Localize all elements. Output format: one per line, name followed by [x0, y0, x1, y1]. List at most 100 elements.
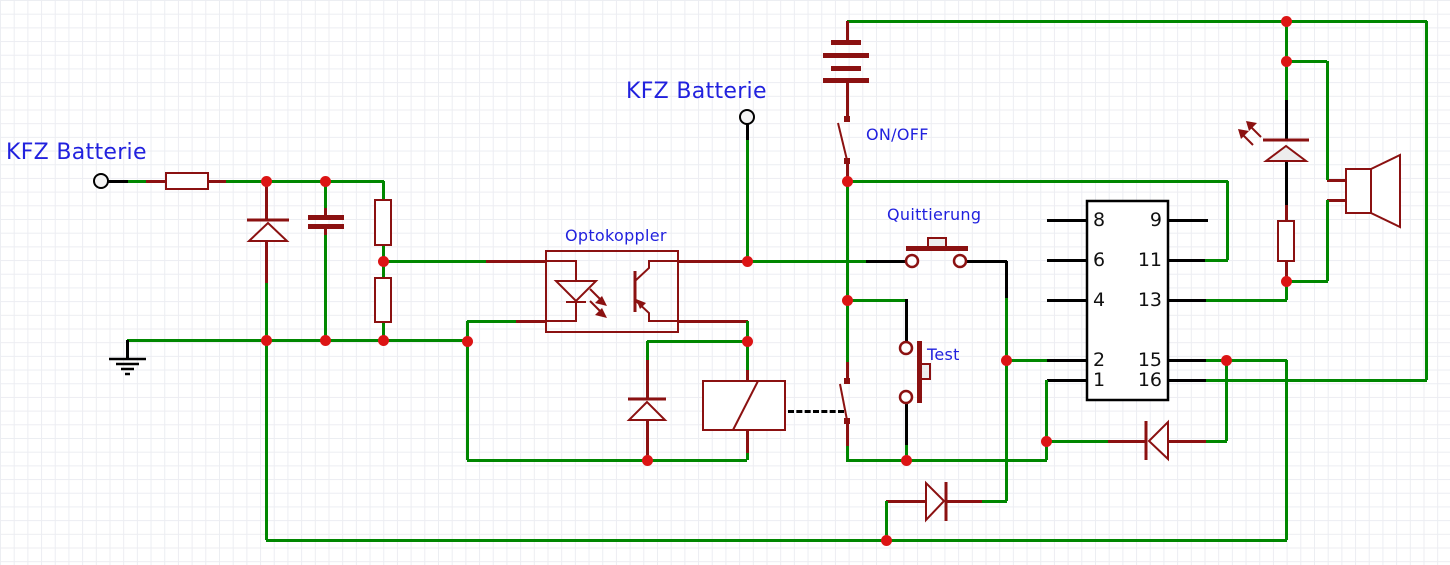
wire	[127, 339, 468, 342]
wire	[1327, 179, 1346, 182]
label-kfz-batterie-left: KFZ Batterie	[6, 140, 147, 165]
diode	[925, 480, 948, 523]
wire	[126, 340, 129, 359]
ic-pin-label: 11	[1137, 249, 1162, 271]
wire	[1168, 299, 1206, 302]
resistor	[374, 199, 392, 246]
wire	[1047, 379, 1087, 382]
wire	[905, 445, 908, 460]
ic-box	[1085, 199, 1170, 402]
wire	[1286, 280, 1328, 283]
wire	[982, 500, 1007, 503]
resistor	[165, 172, 209, 190]
wire	[847, 180, 1228, 183]
wire	[1285, 360, 1288, 540]
junction-dot	[378, 256, 389, 267]
wire	[1168, 359, 1206, 362]
wire	[1006, 359, 1047, 362]
junction-dot	[842, 295, 853, 306]
wire	[678, 260, 748, 263]
ic-pin-label: 1	[1093, 369, 1106, 391]
wire	[866, 260, 906, 263]
junction-dot	[261, 335, 272, 346]
wire	[467, 320, 516, 323]
wire	[266, 539, 1287, 542]
speaker	[1345, 153, 1401, 229]
wire	[1285, 205, 1288, 221]
wire	[1047, 359, 1087, 362]
wire	[1285, 281, 1288, 300]
push-button-test	[898, 340, 931, 405]
wire	[108, 180, 128, 183]
wire	[746, 453, 749, 460]
wire	[1286, 60, 1327, 63]
terminal-pad	[739, 109, 755, 125]
optocoupler	[545, 250, 679, 333]
wire	[905, 299, 908, 342]
junction-dot	[320, 176, 331, 187]
wire	[1108, 440, 1146, 443]
wire	[265, 181, 268, 220]
wire	[516, 320, 546, 323]
label-kfz-batterie-top: KFZ Batterie	[626, 79, 767, 104]
wire	[1047, 299, 1087, 302]
wire	[324, 208, 327, 215]
wire	[1047, 259, 1087, 262]
wire	[226, 180, 384, 183]
junction-dot	[1281, 56, 1292, 67]
wire	[646, 341, 649, 360]
wire	[966, 260, 1007, 263]
wire	[846, 424, 849, 446]
ic-pin-label: 15	[1137, 349, 1162, 371]
wire	[324, 227, 327, 235]
wire	[746, 370, 749, 381]
wire	[466, 321, 469, 460]
relay-link-dashed	[788, 410, 844, 413]
junction-dot	[742, 256, 753, 267]
wire	[1425, 21, 1428, 380]
wire	[382, 181, 385, 200]
wire	[1285, 261, 1288, 281]
wire	[265, 242, 268, 283]
wire	[382, 322, 385, 340]
wire	[946, 500, 982, 503]
diode	[626, 397, 668, 421]
wire	[905, 403, 908, 445]
ic-pin-label: 2	[1093, 349, 1106, 371]
ic-pin-label: 8	[1093, 209, 1106, 231]
wire	[1206, 379, 1427, 382]
wire	[1168, 440, 1206, 443]
wire	[1285, 161, 1288, 205]
wire	[1226, 181, 1229, 260]
ic-pin-label: 9	[1149, 209, 1162, 231]
wire	[746, 140, 749, 261]
wire	[1168, 379, 1206, 382]
wire	[1326, 61, 1329, 180]
wire	[847, 20, 1427, 23]
junction-dot	[1001, 355, 1012, 366]
wire	[1205, 259, 1228, 262]
wire	[646, 421, 649, 460]
diode	[1144, 419, 1169, 462]
push-button-quittierung	[904, 237, 968, 269]
junction-dot	[842, 176, 853, 187]
junction-dot	[1281, 16, 1292, 27]
wire	[886, 500, 926, 503]
ic-pin-label: 16	[1137, 369, 1162, 391]
label-test: Test	[927, 345, 960, 364]
wire	[265, 283, 268, 340]
led	[1238, 121, 1309, 162]
ic-pin-label: 13	[1137, 289, 1162, 311]
ground-symbol	[109, 357, 146, 376]
resistor	[1277, 220, 1295, 262]
wire	[846, 83, 849, 117]
wire	[846, 459, 1047, 462]
wire	[1206, 440, 1227, 443]
wire	[678, 320, 748, 323]
terminal-pad	[93, 173, 109, 189]
wire	[324, 235, 327, 340]
wire	[846, 164, 849, 179]
relay-contact-switch	[839, 378, 850, 424]
wire	[128, 180, 146, 183]
